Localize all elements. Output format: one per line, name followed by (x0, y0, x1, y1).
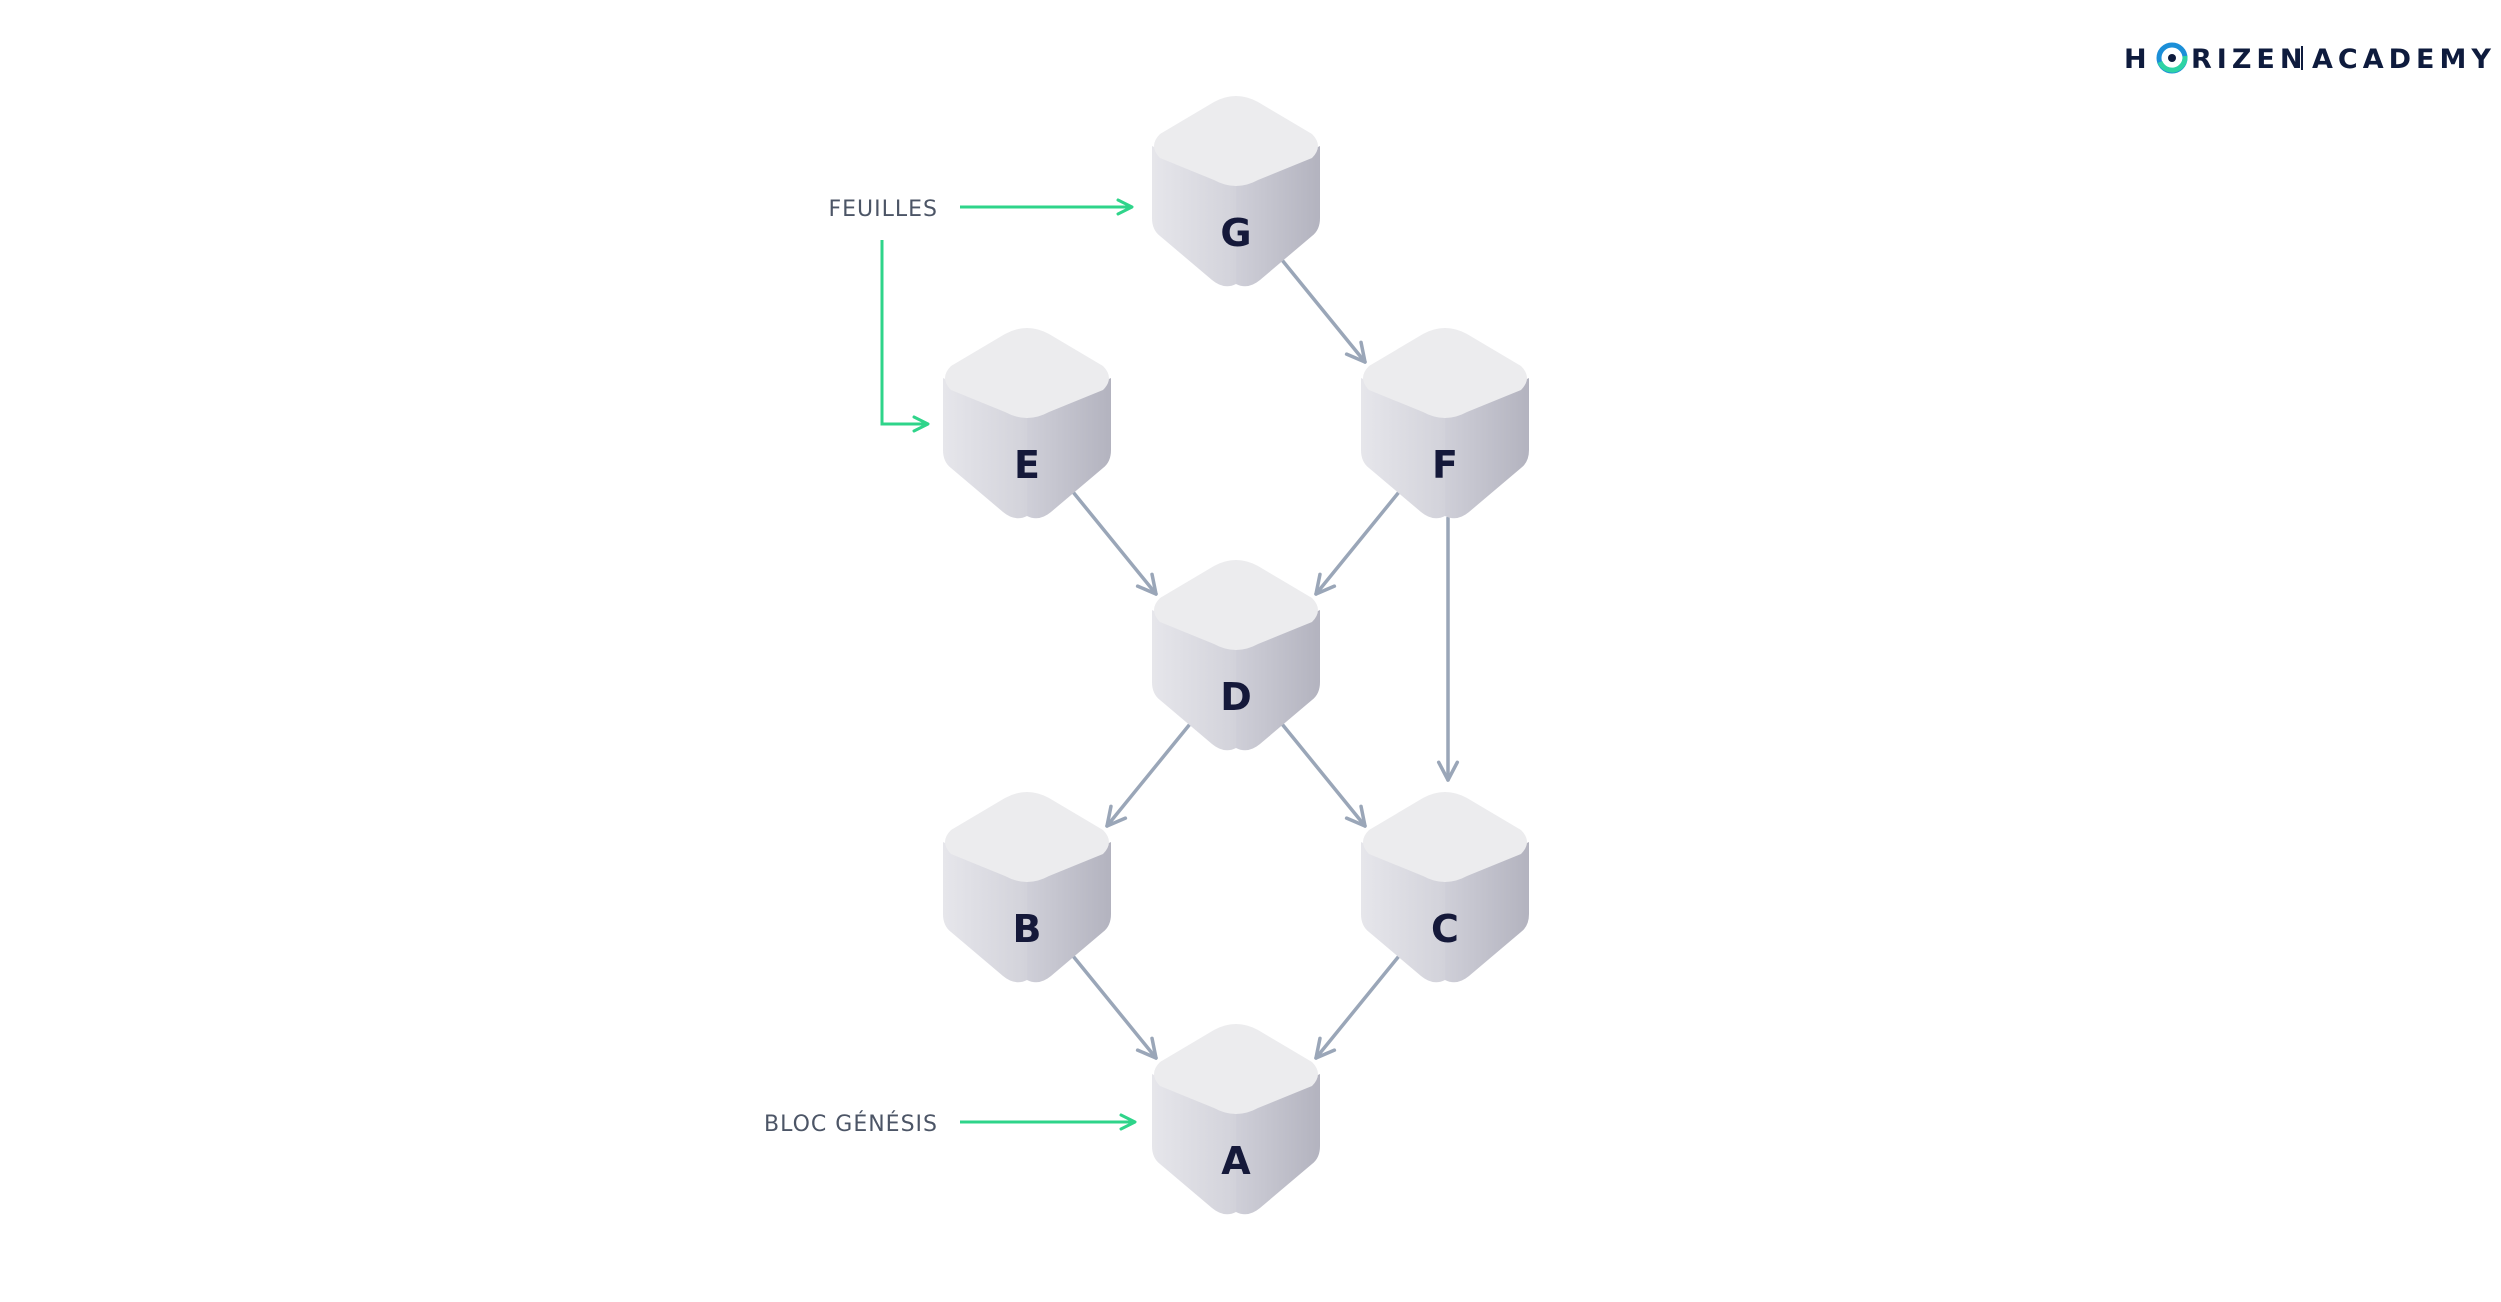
block-e: E (943, 328, 1111, 519)
genesis-label: BLOC GÉNÉSIS (764, 1111, 938, 1137)
block-a: A (1152, 1024, 1320, 1215)
logo-o-mark (2156, 42, 2188, 74)
edge-E-D-arrowhead (1135, 572, 1158, 596)
edge-E-D (1071, 490, 1158, 596)
blocks: G E F D B C A (943, 96, 1529, 1215)
block-g: G (1152, 96, 1320, 287)
block-top-face (1363, 792, 1527, 882)
block-top-face (1154, 560, 1318, 650)
block-right-face (1027, 378, 1111, 519)
edge-D-B (1105, 722, 1192, 828)
block-g-label: G (1220, 211, 1251, 255)
logo-divider (2301, 46, 2303, 70)
block-a-label: A (1221, 1139, 1251, 1183)
horizen-academy-logo: H RIZEN ACADEMY (2124, 42, 2496, 75)
edge-C-A (1314, 954, 1401, 1060)
block-right-face (1236, 146, 1320, 287)
pointer-arrows (880, 198, 1137, 1131)
block-f: F (1361, 328, 1529, 519)
block-left-face (1361, 378, 1445, 519)
block-top-face (945, 328, 1109, 418)
logo-text-rizen: RIZEN (2191, 44, 2307, 75)
block-right-face (1236, 610, 1320, 751)
edge-B-A (1071, 954, 1158, 1060)
leaves-label: FEUILLES (828, 197, 938, 222)
edge-D-C (1280, 722, 1367, 828)
block-b: B (943, 792, 1111, 983)
block-left-face (1152, 1074, 1236, 1215)
genesis-to-a-arrowhead (1119, 1113, 1137, 1131)
edge-B-A-arrowhead (1135, 1036, 1158, 1060)
block-top-face (945, 792, 1109, 882)
block-left-face (1152, 610, 1236, 751)
block-b-label: B (1013, 907, 1042, 951)
block-right-face (1236, 1074, 1320, 1215)
block-f-label: F (1432, 443, 1458, 487)
block-right-face (1445, 378, 1529, 519)
leaves-to-g-arrowhead (1116, 198, 1134, 216)
block-c-label: C (1431, 907, 1459, 951)
logo-letter-h: H (2124, 44, 2152, 75)
edge-F-D-arrowhead (1314, 572, 1337, 596)
edge-G-F (1280, 258, 1367, 364)
block-edges (1071, 258, 1460, 1060)
block-top-face (1154, 96, 1318, 186)
block-top-face (1154, 1024, 1318, 1114)
block-e-label: E (1014, 443, 1040, 487)
edge-F-D (1314, 490, 1401, 596)
block-top-face (1363, 328, 1527, 418)
edge-D-C-arrowhead (1344, 804, 1367, 828)
block-left-face (943, 378, 1027, 519)
block-right-face (1445, 842, 1529, 983)
leaves-to-e-arrow (880, 240, 925, 426)
block-c: C (1361, 792, 1529, 983)
leaves-to-e-arrowhead (912, 415, 930, 433)
block-left-face (1152, 146, 1236, 287)
edge-G-F-arrowhead (1344, 340, 1367, 364)
edge-C-A-arrowhead (1314, 1036, 1337, 1060)
block-d: D (1152, 560, 1320, 751)
edge-D-B-arrowhead (1105, 804, 1128, 828)
logo-text-academy: ACADEMY (2312, 44, 2496, 75)
block-right-face (1027, 842, 1111, 983)
block-d-label: D (1220, 675, 1252, 719)
edge-F-C-arrowhead (1436, 760, 1460, 782)
block-left-face (943, 842, 1027, 983)
block-left-face (1361, 842, 1445, 983)
